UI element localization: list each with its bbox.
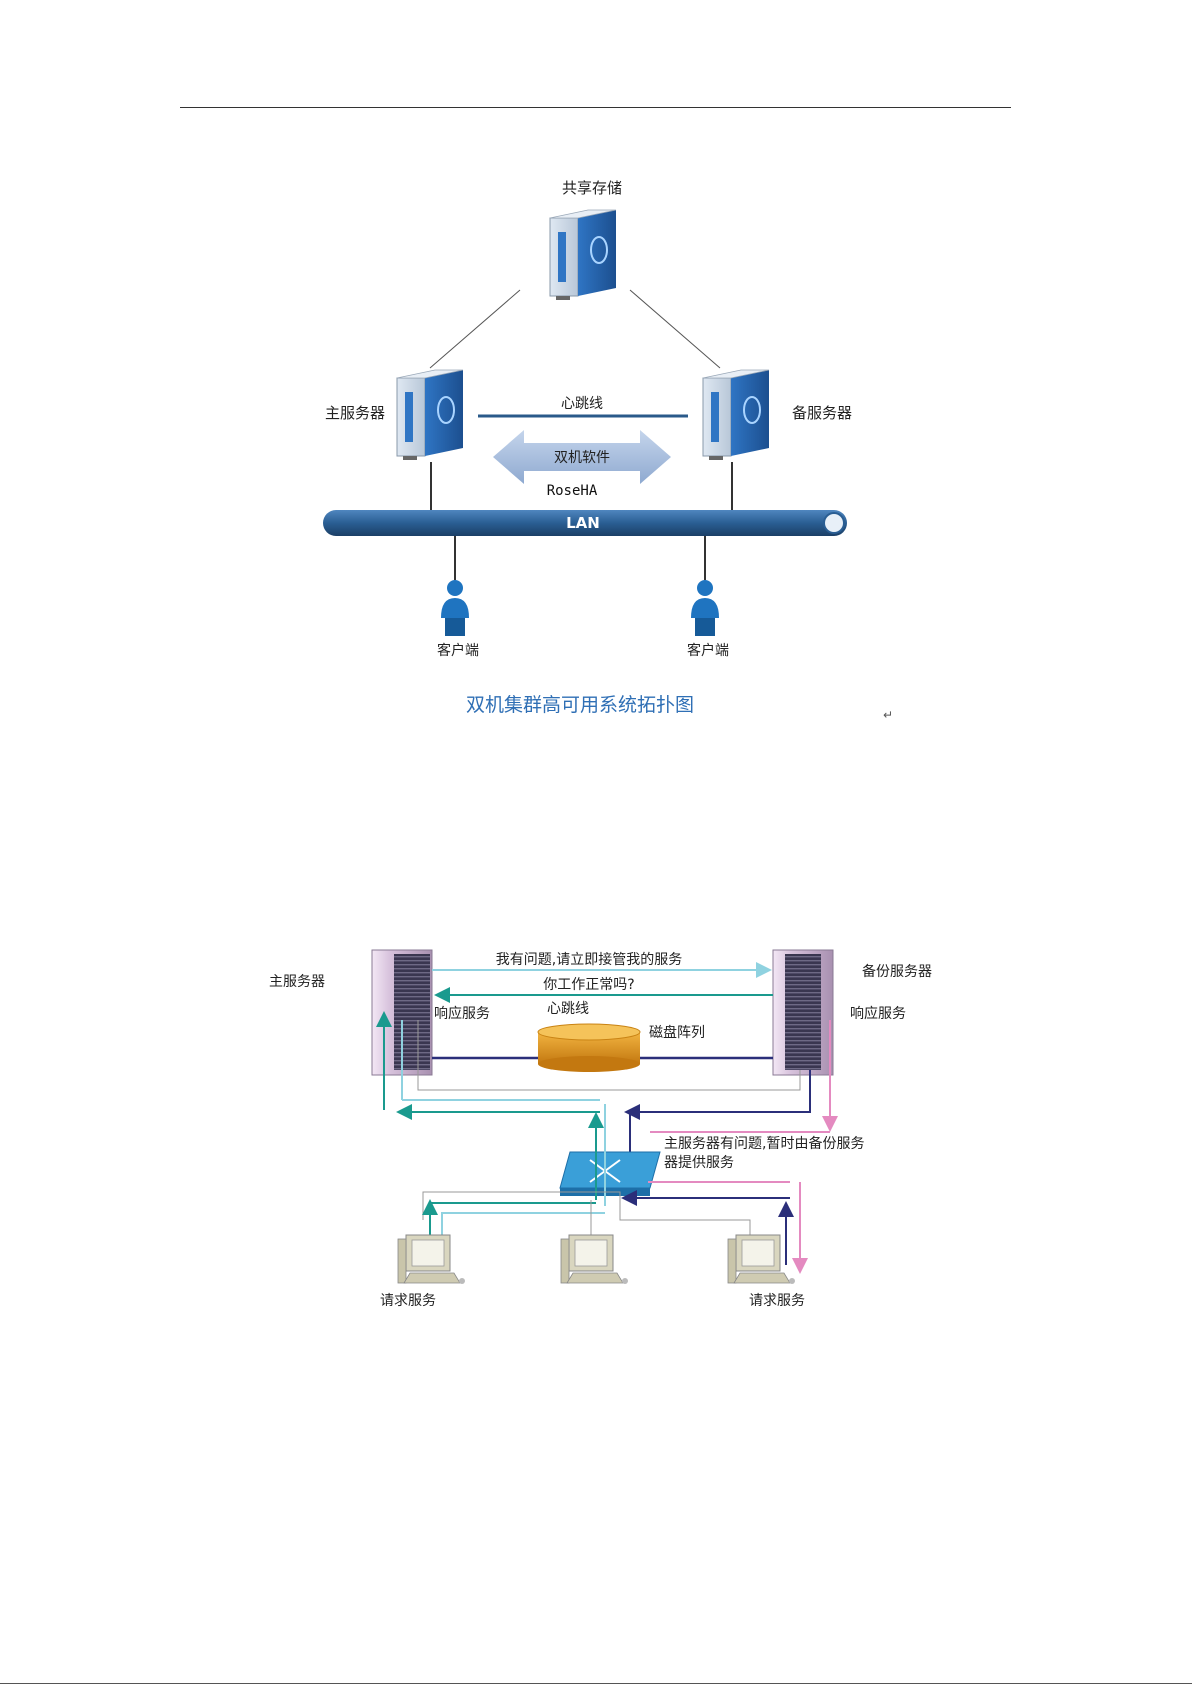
respond-right-label: 响应服务: [850, 1005, 906, 1022]
link-storage-primary: [430, 290, 520, 368]
client-pc-right-icon: [728, 1235, 795, 1284]
failover-diagram: 主服务器 备份服务器 我有问题,请立即接管我的服务 你工作正常吗? 心跳线 响应…: [0, 920, 1192, 1320]
network-switch-icon: [560, 1152, 660, 1196]
respond-left-label: 响应服务: [434, 1005, 490, 1022]
client-pc-left-icon: [398, 1235, 465, 1284]
client-left-label: 客户端: [437, 642, 479, 659]
ha-topology-diagram: 共享存储 主服务器 备服务器 心跳线 双机软件 RoseHA LAN 客户端 客…: [0, 0, 1192, 760]
client-left-icon: [441, 580, 469, 636]
primary-server-label: 主服务器: [325, 404, 385, 422]
heartbeat-label-2: 心跳线: [547, 1001, 589, 1017]
check-message: 你工作正常吗?: [543, 977, 634, 993]
return-mark: ↵: [883, 708, 893, 722]
link-storage-backup: [630, 290, 720, 368]
footer-rule: [0, 1683, 1192, 1684]
dual-software-label: 双机软件: [554, 450, 610, 466]
disk-array-icon: [538, 1024, 640, 1072]
lan-bus-end: [824, 513, 844, 533]
shared-storage-label: 共享存储: [562, 179, 622, 197]
client-right-label: 客户端: [687, 642, 729, 659]
diagram-caption: 双机集群高可用系统拓扑图: [466, 694, 694, 716]
backup-server-label-2: 备份服务器: [862, 963, 932, 980]
primary-server-label-2: 主服务器: [269, 974, 325, 990]
failover-note-2: 器提供服务: [664, 1155, 734, 1171]
disk-array-label: 磁盘阵列: [649, 1024, 705, 1041]
backup-server-rack: [773, 950, 833, 1075]
backup-server-label: 备服务器: [792, 404, 852, 422]
request-right-label: 请求服务: [749, 1293, 805, 1309]
failover-note-1: 主服务器有问题,暂时由备份服务: [664, 1135, 864, 1152]
takeover-message: 我有问题,请立即接管我的服务: [496, 951, 682, 968]
primary-server-icon: [397, 370, 463, 460]
roseha-label: RoseHA: [547, 483, 598, 499]
backup-server-icon: [703, 370, 769, 460]
heartbeat-label: 心跳线: [561, 396, 603, 412]
client-pc-center-icon: [561, 1235, 628, 1284]
request-left-label: 请求服务: [380, 1293, 436, 1309]
lan-label: LAN: [566, 514, 600, 532]
shared-storage-icon: [550, 210, 616, 300]
client-right-icon: [691, 580, 719, 636]
